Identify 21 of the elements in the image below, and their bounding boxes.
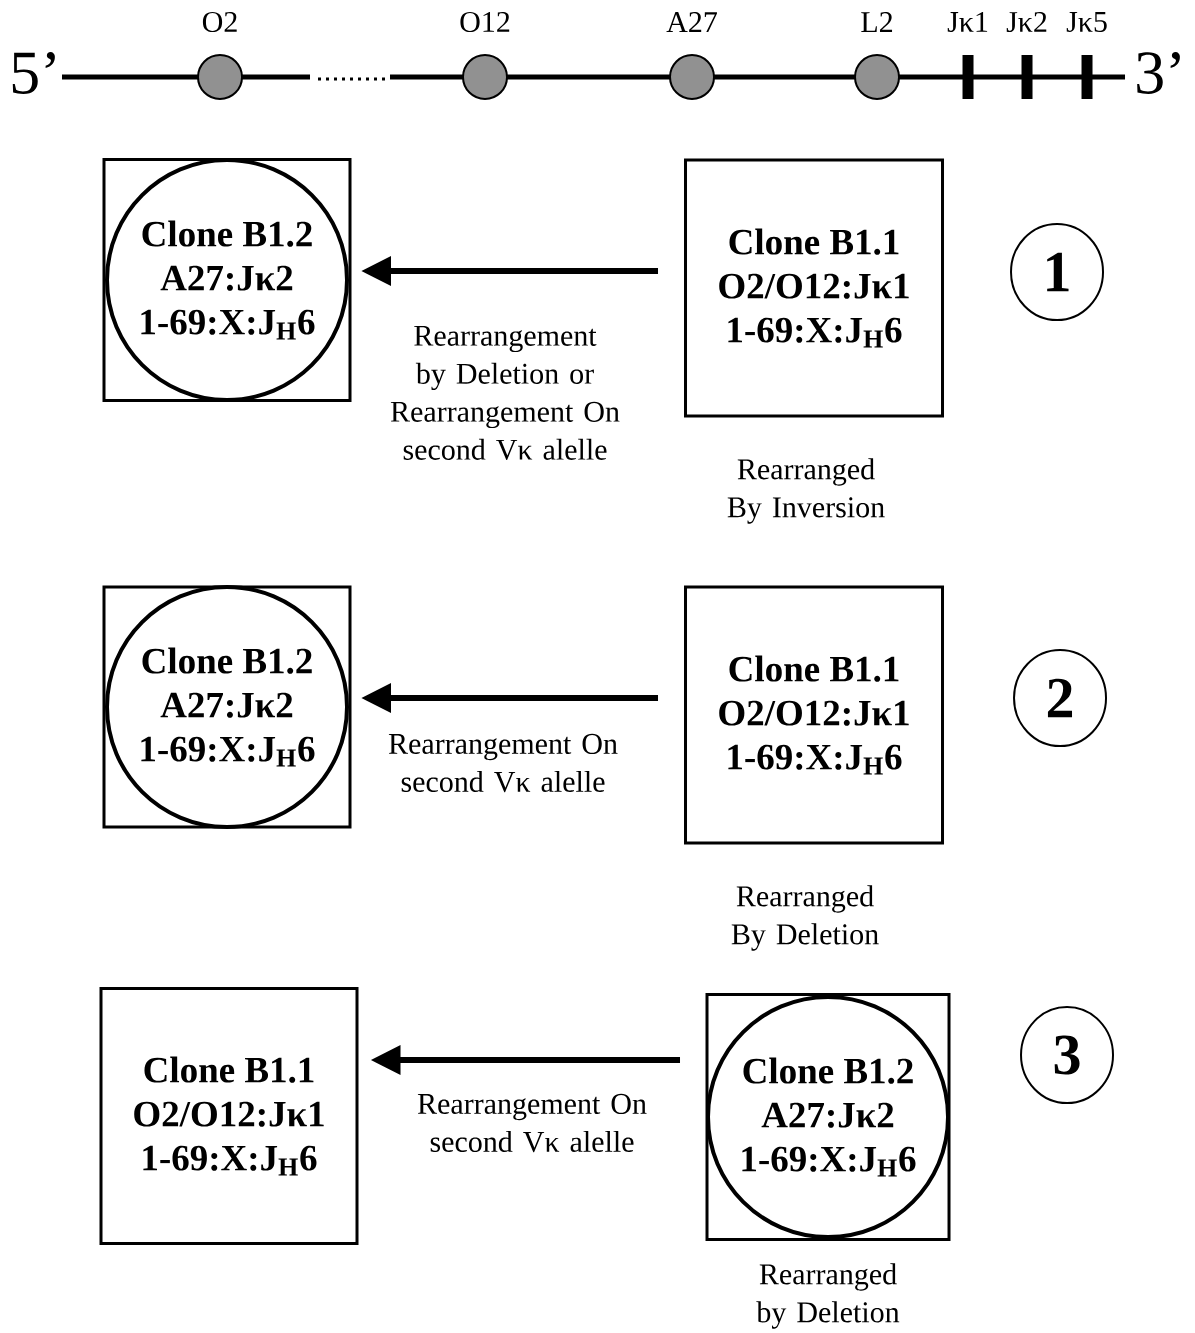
edge-label: Rearrangement On second Vκ alelle [417, 1093, 647, 1153]
strand-end-label: 5’ [12, 52, 55, 94]
strand-end-label: 3’ [1137, 52, 1180, 94]
step-number: 1 [1010, 223, 1104, 321]
clone-box: Clone B1.1 O2/O12:Jκ1 1-69:X:J$_{H}$6 [684, 585, 944, 845]
segment-label: A27 [666, 12, 717, 32]
step-number: 3 [1020, 1006, 1114, 1104]
edge-label: Rearrangement by Deletion or Rearrangement On second Vκ alelle [390, 325, 620, 461]
segment-label: Jκ1 [947, 11, 988, 33]
segment-label: L2 [861, 12, 893, 32]
clone-box: Clone B1.1 O2/O12:Jκ1 1-69:X:J$_{H}$6 [99, 987, 359, 1245]
segment-label: O12 [460, 11, 510, 33]
rearrangement-note: Rearranged By Inversion [727, 458, 885, 524]
segment-label: O2 [202, 11, 237, 33]
segment-label: Jκ5 [1066, 12, 1107, 32]
clone-box: Clone B1.1 O2/O12:Jκ1 1-69:X:J$_{H}$6 [684, 158, 944, 418]
rearrangement-note: Rearranged by Deletion [756, 1263, 900, 1329]
edge-label: Rearrangement On second Vκ alelle [388, 733, 618, 793]
step-number: 2 [1013, 649, 1107, 747]
rearrangement-note: Rearranged By Deletion [731, 885, 879, 951]
segment-label: Jκ2 [1006, 11, 1047, 33]
